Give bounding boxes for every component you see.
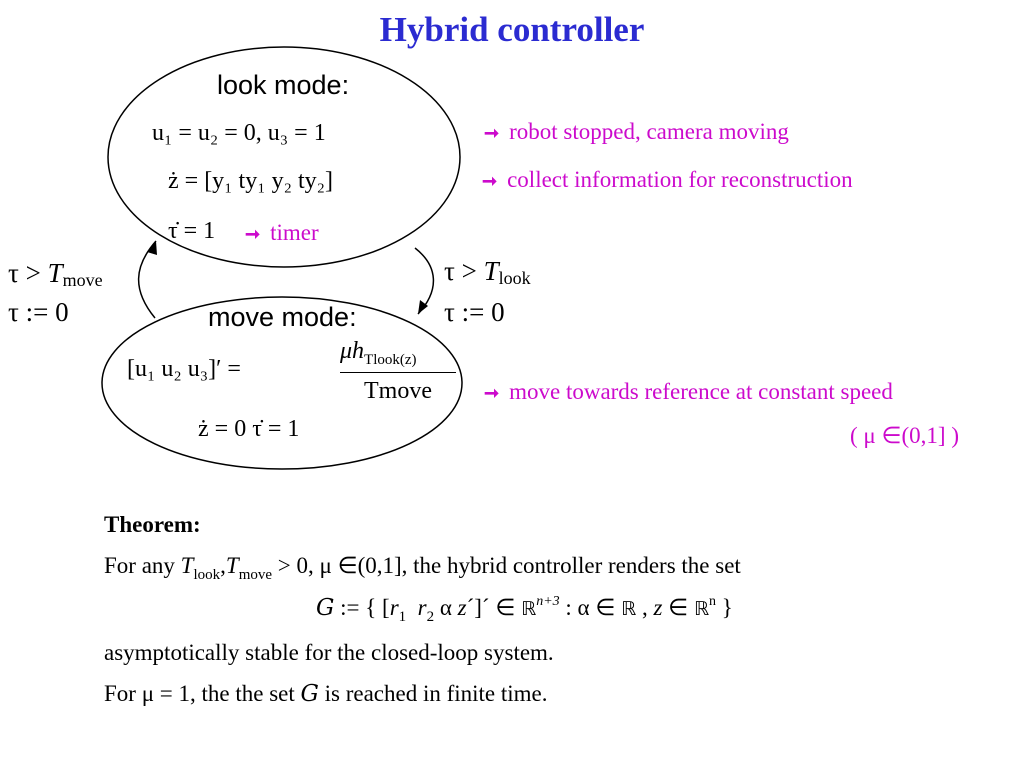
page-title: Hybrid controller	[379, 10, 645, 49]
look-mode-label: look mode:	[217, 70, 350, 100]
move-towards-annotation: ➞move towards reference at constant spee…	[484, 379, 893, 404]
right-arrow-icon: ➞	[484, 383, 500, 403]
move-mode-label: move mode:	[208, 302, 357, 332]
timer-annotation: ➞timer	[245, 220, 319, 245]
right-arrow-icon: ➞	[484, 123, 500, 143]
move-mode-ellipse	[101, 296, 463, 470]
fraction-bar	[340, 372, 456, 373]
transition-to-look-guard: τ > Tmove	[8, 258, 103, 290]
right-arrow-icon: ➞	[482, 171, 498, 191]
theorem-heading: Theorem:	[104, 512, 201, 537]
theorem-set-definition: G := { [r1 r2 α z´]´ ∈ ℝn+3 : α ∈ ℝ , z …	[316, 594, 733, 625]
transition-to-move-guard: τ > Tlook	[444, 256, 531, 288]
transition-move-to-look-arrowhead	[147, 241, 157, 255]
right-arrow-icon: ➞	[245, 224, 261, 244]
hybrid-automaton-diagram	[101, 46, 463, 470]
transition-look-to-move-arrowhead	[418, 300, 428, 314]
theorem-line-4: For μ = 1, the the set G is reached in f…	[104, 681, 548, 707]
move-mode-eq-zdot-taudot: ż = 0 τ̇ = 1	[198, 416, 300, 442]
look-mode-ellipse	[107, 46, 461, 268]
transition-to-move-reset: τ := 0	[444, 297, 505, 327]
look-mode-eq-inputs: u₁ = u₂ = 0, u₃ = 1	[152, 120, 326, 146]
move-mode-eq-lhs: [u₁ u₂ u₃]′ =	[127, 356, 241, 382]
look-mode-eq-zdot: ż = [y₁ ty₁ y₂ ty₂]	[168, 168, 333, 194]
collect-info-annotation: ➞collect information for reconstruction	[482, 167, 853, 192]
robot-stopped-annotation: ➞robot stopped, camera moving	[484, 119, 789, 144]
move-mode-eq-denominator: Tmove	[364, 378, 432, 404]
theorem-line-1: For any Tlook,Tmove > 0, μ ∈(0,1], the h…	[104, 553, 741, 583]
transition-to-look-reset: τ := 0	[8, 297, 69, 327]
theorem-line-3: asymptotically stable for the closed-loo…	[104, 640, 554, 665]
move-mode-eq-numerator: μhTlook(z)	[340, 338, 417, 368]
look-mode-eq-taudot: τ̇ = 1	[168, 218, 216, 244]
mu-range-annotation: ( μ ∈(0,1] )	[850, 423, 960, 448]
